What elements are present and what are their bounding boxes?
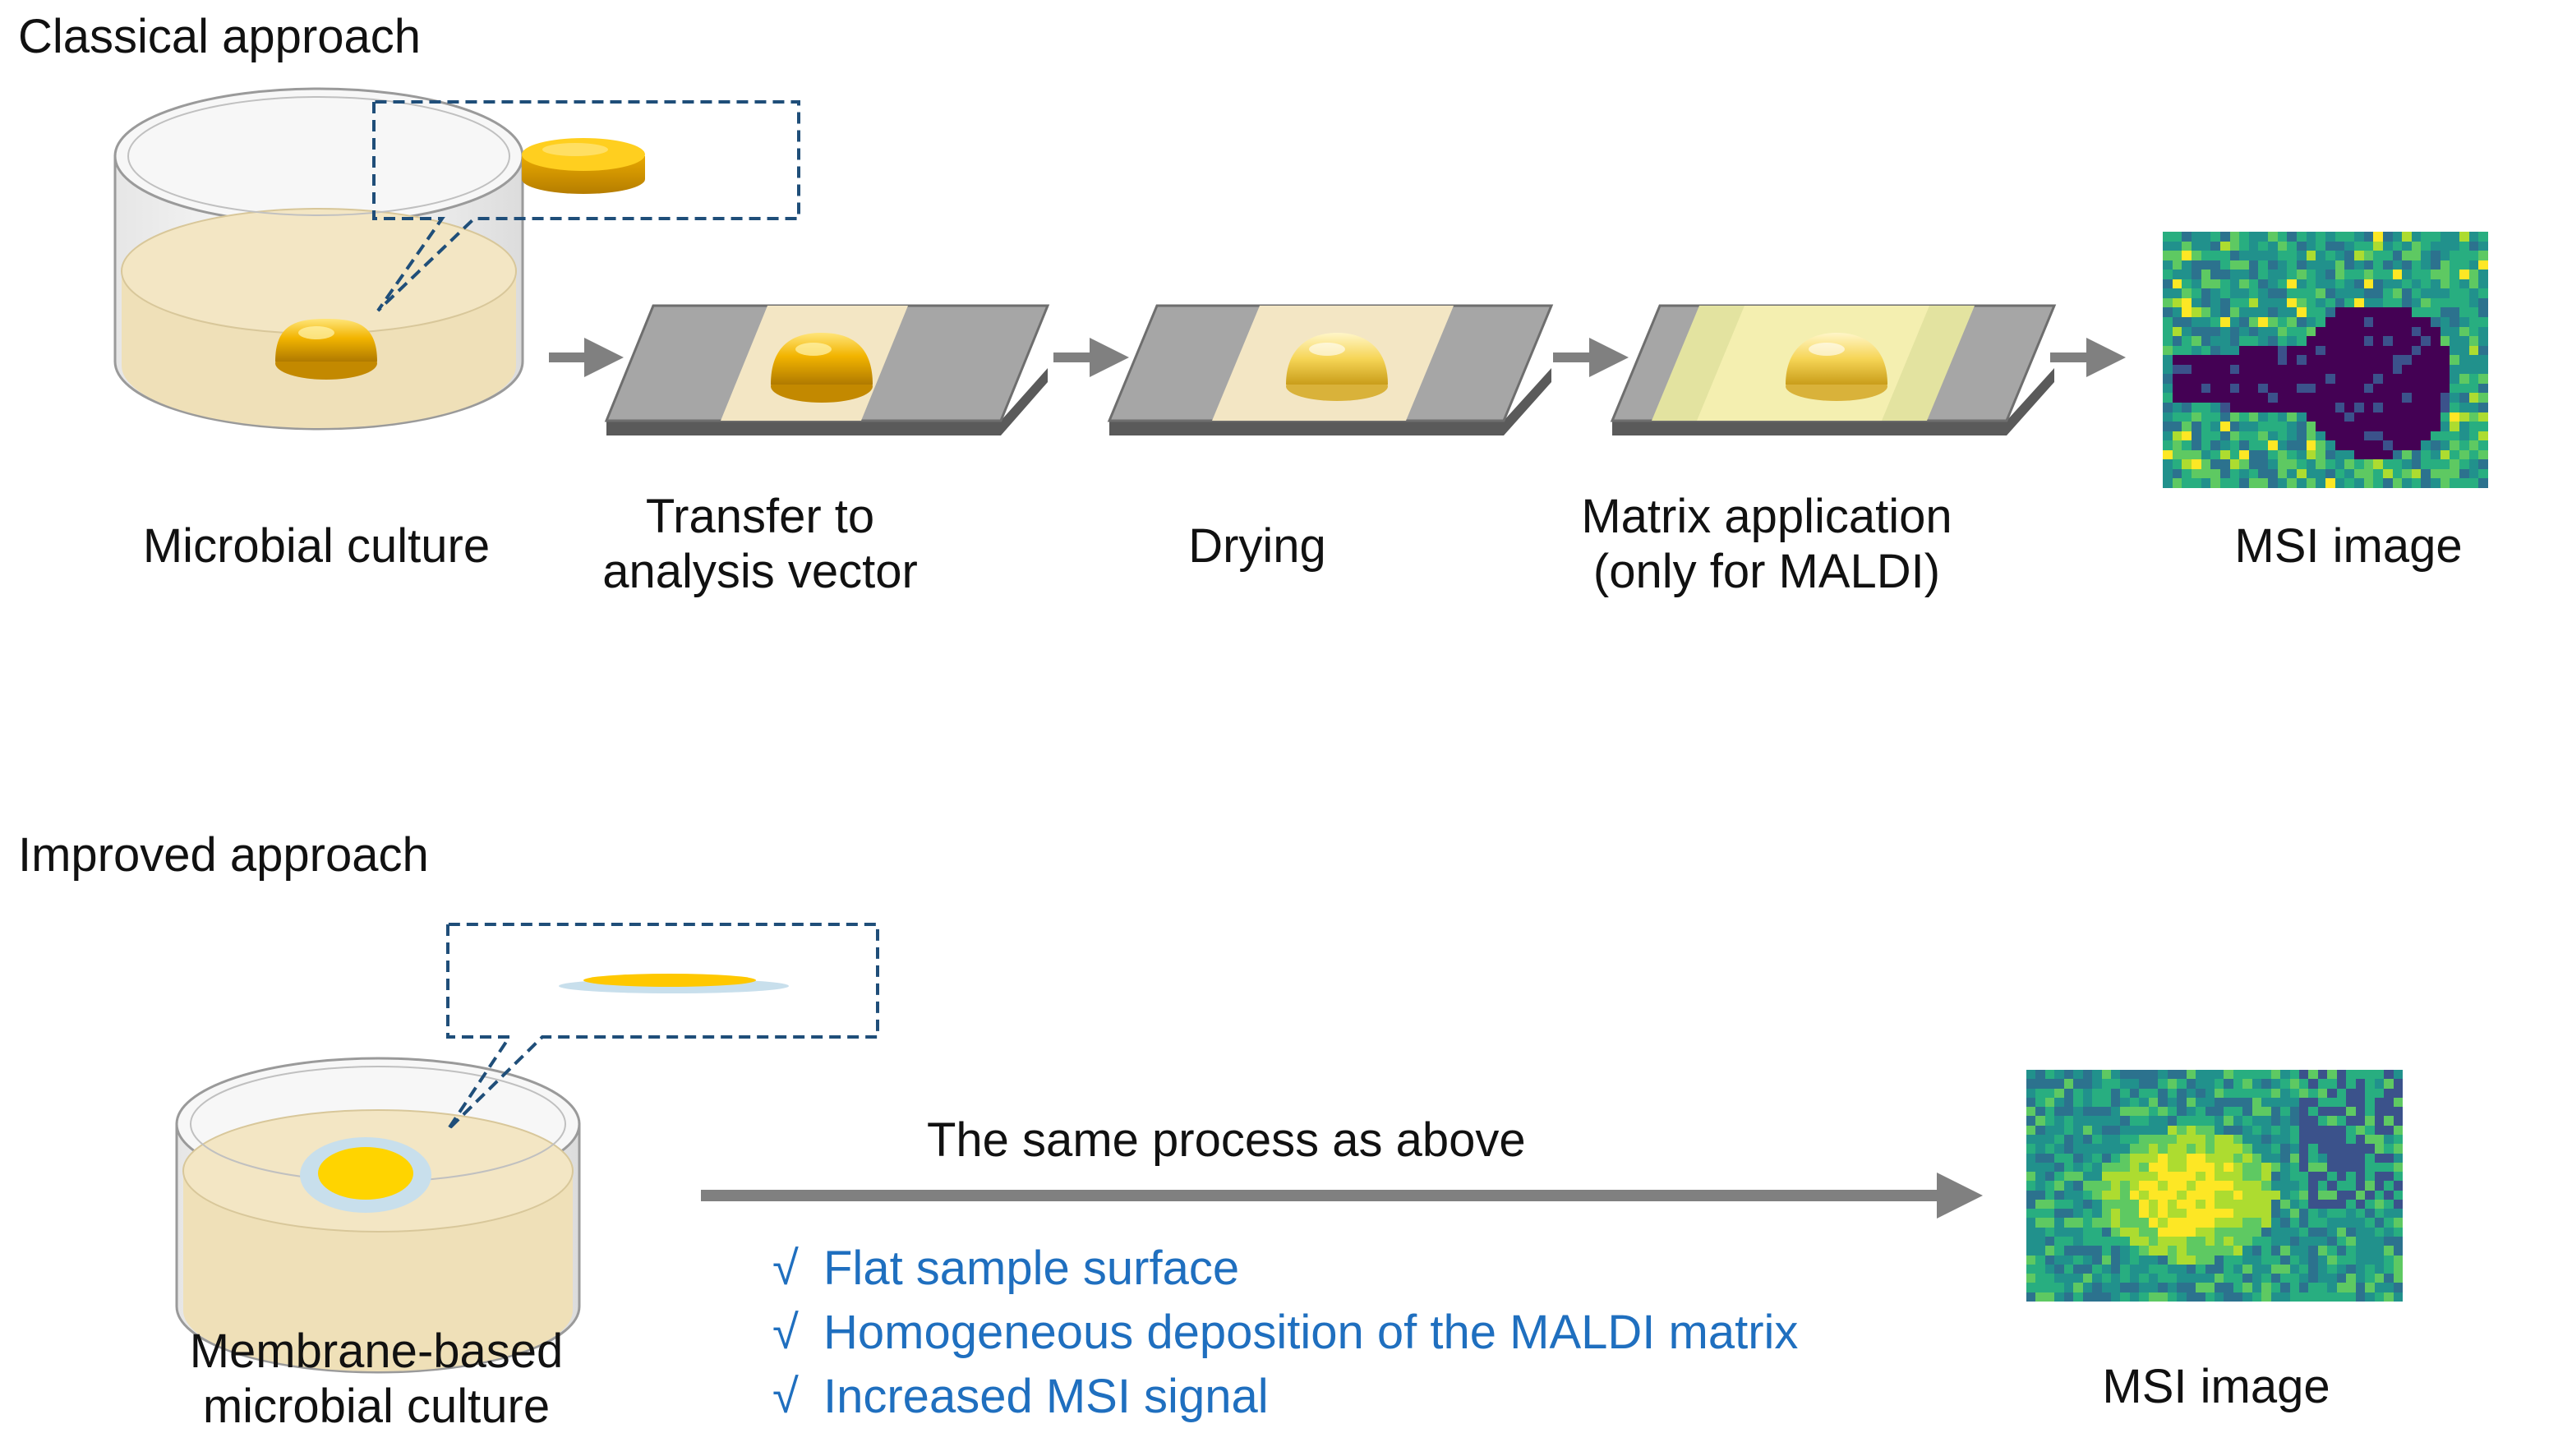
petri-dish-improved <box>175 1057 581 1374</box>
benefit-item: √Homogeneous deposition of the MALDI mat… <box>772 1306 1799 1359</box>
colony-classical <box>275 319 377 380</box>
petri-dish-classical <box>113 87 524 431</box>
classical-approach-title: Classical approach <box>18 10 422 63</box>
slide-drying <box>1107 304 1554 435</box>
result-label-msi-image: MSI image <box>2102 1360 2330 1413</box>
check-icon: √ <box>772 1306 799 1359</box>
slide-matrix <box>1610 304 2057 435</box>
colony-profile-tall <box>522 138 645 194</box>
step-label-drying: Drying <box>1188 519 1326 573</box>
step-label-matrix-application: Matrix application (only for MALDI) <box>1581 490 1952 598</box>
membrane-profile-flat <box>559 974 789 993</box>
membrane-improved <box>300 1137 431 1213</box>
process-label: The same process as above <box>927 1113 1526 1167</box>
check-icon: √ <box>772 1242 799 1295</box>
msi-heatmap-classical <box>2163 232 2488 488</box>
step-label-msi-image: MSI image <box>2234 519 2463 573</box>
msi-heatmap-improved <box>2026 1070 2403 1302</box>
benefit-item: √Flat sample surface <box>772 1242 1240 1295</box>
improved-approach-title: Improved approach <box>18 828 429 882</box>
label-membrane-culture: Membrane-based microbial culture <box>189 1325 564 1433</box>
callout-classical <box>372 100 800 312</box>
check-icon: √ <box>772 1370 799 1423</box>
benefit-item: √Increased MSI signal <box>772 1370 1269 1423</box>
step-label-microbial-culture: Microbial culture <box>142 519 491 573</box>
step-label-transfer: Transfer to analysis vector <box>602 490 918 598</box>
callout-improved <box>446 923 879 1131</box>
slide-transfer <box>604 304 1050 435</box>
